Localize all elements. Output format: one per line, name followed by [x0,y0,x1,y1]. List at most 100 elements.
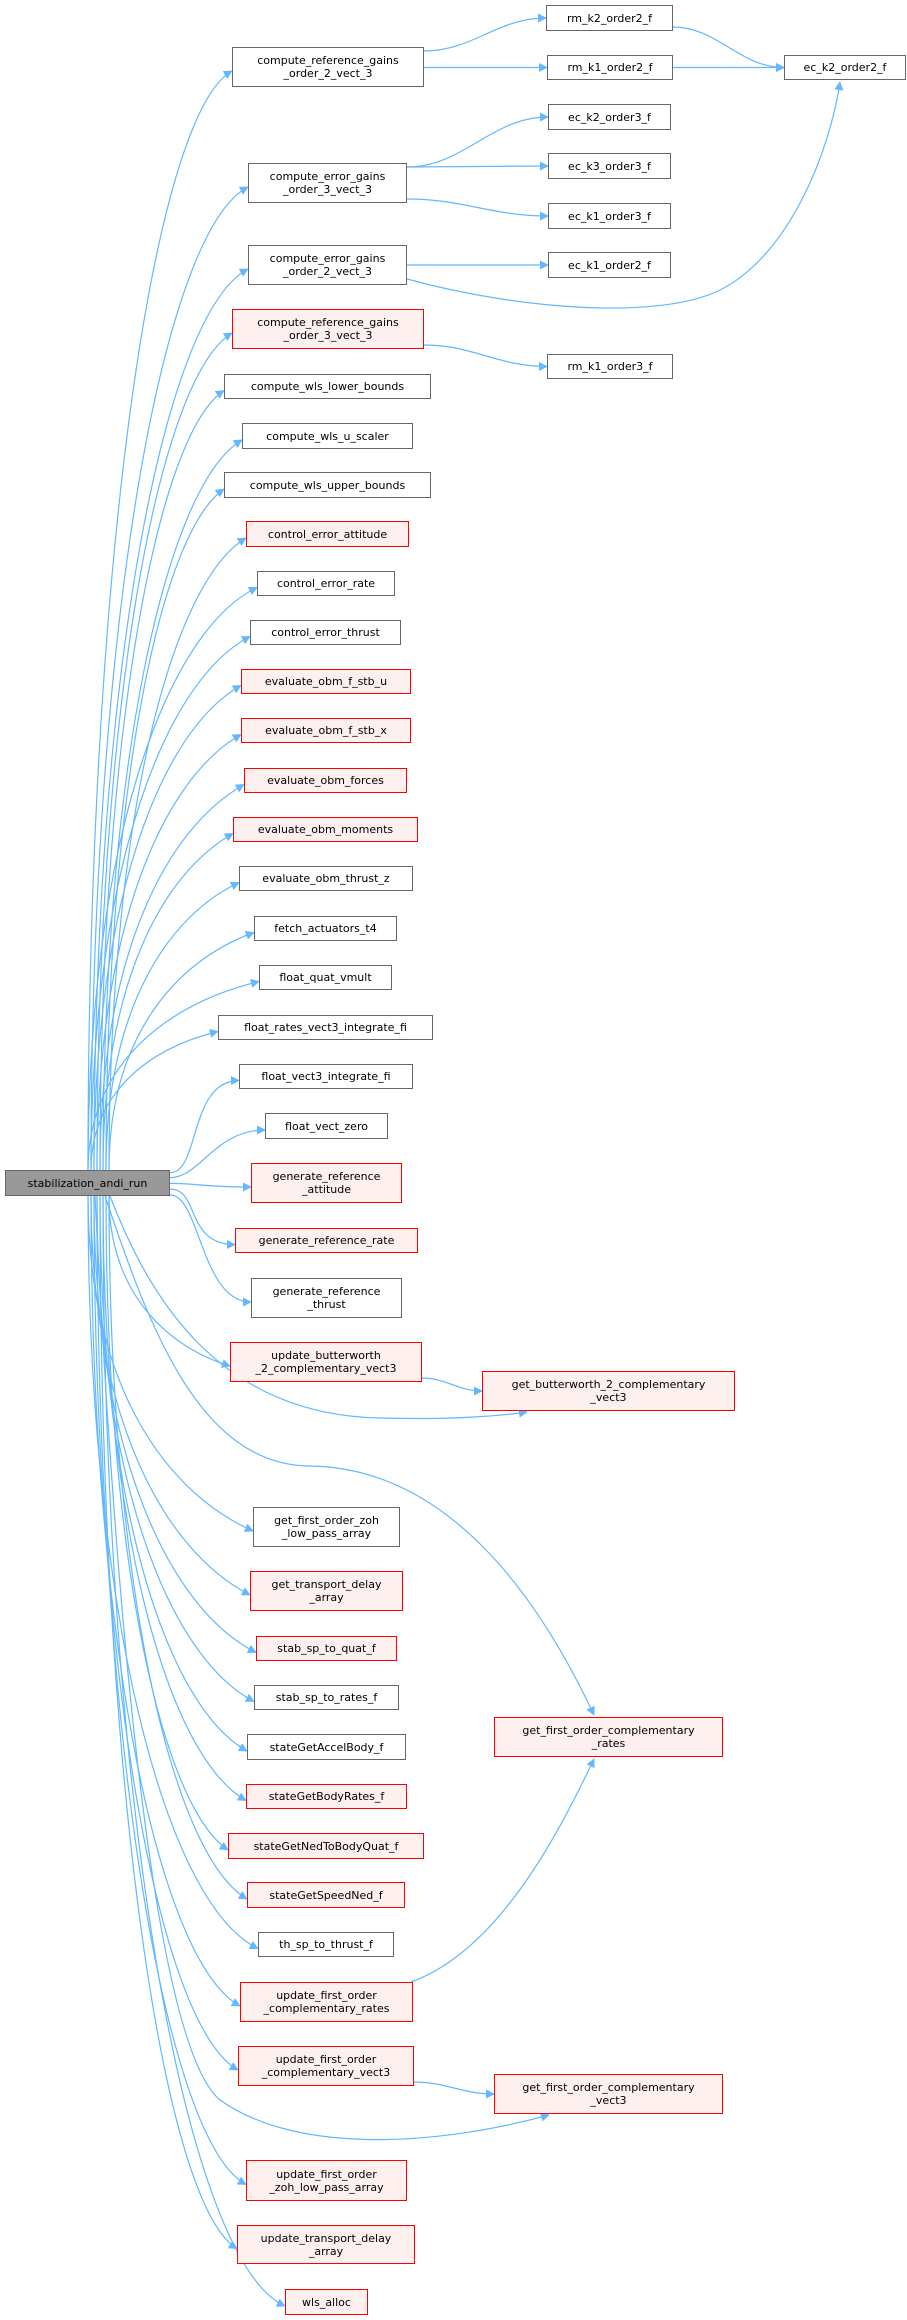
function-node-ub2[interactable]: update_butterworth_2_complementary_vect3 [230,1342,422,1382]
call-edge-root-ufcr [90,1195,241,2007]
call-edge-root-sgab [99,1195,248,1752]
call-edge-root-cea [108,537,247,1171]
node-label: _vect3 [590,1391,627,1404]
call-edge-root-fv3i [169,1076,240,1174]
node-label: fetch_actuators_t4 [274,922,377,935]
node-label: _zoh_low_pass_array [269,2180,384,2194]
function-node-sstr[interactable]: stab_sp_to_rates_f [254,1685,399,1710]
node-label: evaluate_obm_f_stb_x [265,724,387,737]
call-edge-root-ufzl [96,1195,247,2186]
node-label: float_quat_vmult [279,971,372,984]
function-node-fqv[interactable]: float_quat_vmult [259,965,392,990]
call-edge-root-eofu [93,684,242,1171]
call-edge-root-cer [87,586,258,1171]
function-node-sgab[interactable]: stateGetAccelBody_f [247,1734,406,1760]
function-node-rmk1o2[interactable]: rm_k1_order2_f [547,55,673,80]
function-node-gra[interactable]: generate_reference_attitude [251,1163,402,1203]
function-node-eck2o3[interactable]: ec_k2_order3_f [548,104,671,130]
function-node-wls[interactable]: wls_alloc [285,2289,368,2315]
function-node-gtd[interactable]: get_transport_delay_array [250,1571,403,1611]
node-label: _low_pass_array [281,1527,372,1540]
function-node-eck1o3[interactable]: ec_k1_order3_f [548,203,671,229]
function-node-eck1o2[interactable]: ec_k1_order2_f [548,252,671,278]
node-label: _2_complementary_vect3 [255,1362,397,1375]
function-node-sgbr[interactable]: stateGetBodyRates_f [246,1784,407,1809]
function-node-sstq[interactable]: stab_sp_to_quat_f [256,1636,397,1661]
function-node-ceg2[interactable]: compute_error_gains_order_2_vect_3 [248,245,407,285]
function-node-utda[interactable]: update_transport_delay_array [237,2225,415,2264]
node-label: update_first_order [275,2053,377,2066]
node-label: _order_3_vect_3 [283,329,373,342]
function-node-wlb[interactable]: compute_wls_lower_bounds [224,374,431,399]
call-edge-root-ub2 [108,1195,231,1368]
function-node-ufzl[interactable]: update_first_order_zoh_low_pass_array [246,2160,407,2201]
function-node-eotz[interactable]: evaluate_obm_thrust_z [239,866,413,891]
call-edge-root-grt [169,1194,252,1307]
node-label: compute_wls_lower_bounds [250,380,405,393]
node-label: evaluate_obm_f_stb_u [264,675,388,688]
function-node-wub[interactable]: compute_wls_upper_bounds [224,472,431,498]
function-node-eofx[interactable]: evaluate_obm_f_stb_x [241,718,411,743]
call-edge-rmk2o2-eck2o2 [672,26,785,72]
function-node-eck2o2[interactable]: ec_k2_order2_f [784,55,906,80]
node-label: evaluate_obm_thrust_z [262,872,390,885]
function-node-wus[interactable]: compute_wls_u_scaler [242,423,413,449]
call-edge-root-gra [169,1182,252,1192]
function-node-gb2[interactable]: get_butterworth_2_complementary_vect3 [482,1371,735,1411]
node-label: generate_reference [272,1285,381,1298]
node-label: update_transport_delay [260,2231,392,2245]
function-node-gfcr[interactable]: get_first_order_complementary_rates [494,1717,723,1757]
function-node-ceg3[interactable]: compute_error_gains_order_3_vect_3 [248,163,407,203]
node-label: _vect3 [590,2094,627,2107]
function-node-frvi[interactable]: float_rates_vect3_integrate_fi [218,1015,433,1040]
node-label: stab_sp_to_rates_f [275,1691,378,1704]
node-label: control_error_rate [276,577,376,590]
function-node-eck3o3[interactable]: ec_k3_order3_f [548,153,671,179]
node-label: _order_2_vect_3 [283,265,372,278]
function-node-sgsn[interactable]: stateGetSpeedNed_f [247,1882,405,1908]
node-label: get_first_order_complementary [522,2081,695,2094]
function-node-fvz[interactable]: float_vect_zero [265,1113,388,1139]
call-edge-root-frvi [90,1029,219,1171]
node-label: _complementary_vect3 [261,2066,391,2079]
node-label: stateGetSpeedNed_f [269,1888,383,1902]
node-label: get_butterworth_2_complementary [511,1378,706,1391]
function-node-eofu[interactable]: evaluate_obm_f_stb_u [241,669,411,694]
function-node-ufcv[interactable]: update_first_order_complementary_vect3 [238,2046,414,2086]
function-node-eofo[interactable]: evaluate_obm_forces [244,768,407,793]
call-edge-stabilization_andi_run-gfcr [104,1195,595,1716]
function-node-ufcr[interactable]: update_first_order_complementary_rates [240,1982,413,2022]
node-label: get_first_order_complementary [522,1724,695,1737]
function-node-rmk2o2[interactable]: rm_k2_order2_f [546,5,673,31]
call-edge-root-fat4 [108,930,255,1171]
node-label: evaluate_obm_moments [257,823,394,836]
function-node-gfcv[interactable]: get_first_order_complementary_vect3 [494,2074,723,2114]
node-label: ec_k2_order2_f [803,61,887,74]
node-label: _array [308,2244,344,2258]
function-node-crg2[interactable]: compute_reference_gains_order_2_vect_3 [232,47,424,87]
function-node-crg3[interactable]: compute_reference_gains_order_3_vect_3 [232,309,424,349]
function-node-sgnq[interactable]: stateGetNedToBodyQuat_f [228,1833,424,1859]
function-node-cer[interactable]: control_error_rate [257,571,395,596]
node-label: get_transport_delay [271,1578,382,1591]
call-edge-root-wub [105,488,225,1171]
call-edge-root-sgnq [105,1195,229,1851]
root-function-node[interactable]: stabilization_andi_run [5,1170,170,1196]
function-node-fat4[interactable]: fetch_actuators_t4 [254,916,397,941]
function-node-tstt[interactable]: th_sp_to_thrust_f [258,1932,394,1957]
node-label: compute_error_gains [269,252,386,265]
function-node-rmk1o3[interactable]: rm_k1_order3_f [547,354,673,379]
node-label: stab_sp_to_quat_f [277,1642,376,1655]
call-edge-root-ceg2 [93,268,249,1171]
function-node-fv3i[interactable]: float_vect3_integrate_fi [239,1064,413,1089]
function-node-cea[interactable]: control_error_attitude [246,521,409,547]
function-node-gfoz[interactable]: get_first_order_zoh_low_pass_array [253,1507,400,1547]
function-node-grt[interactable]: generate_reference_thrust [251,1278,402,1318]
call-edge-root-crg3 [96,332,233,1171]
function-node-eomo[interactable]: evaluate_obm_moments [233,817,418,842]
node-label: rm_k1_order3_f [567,360,653,373]
function-node-grr[interactable]: generate_reference_rate [235,1228,418,1253]
call-edge-root-ufcv [93,1195,239,2071]
call-edge-root-cet [90,635,251,1171]
function-node-cet[interactable]: control_error_thrust [250,620,401,645]
